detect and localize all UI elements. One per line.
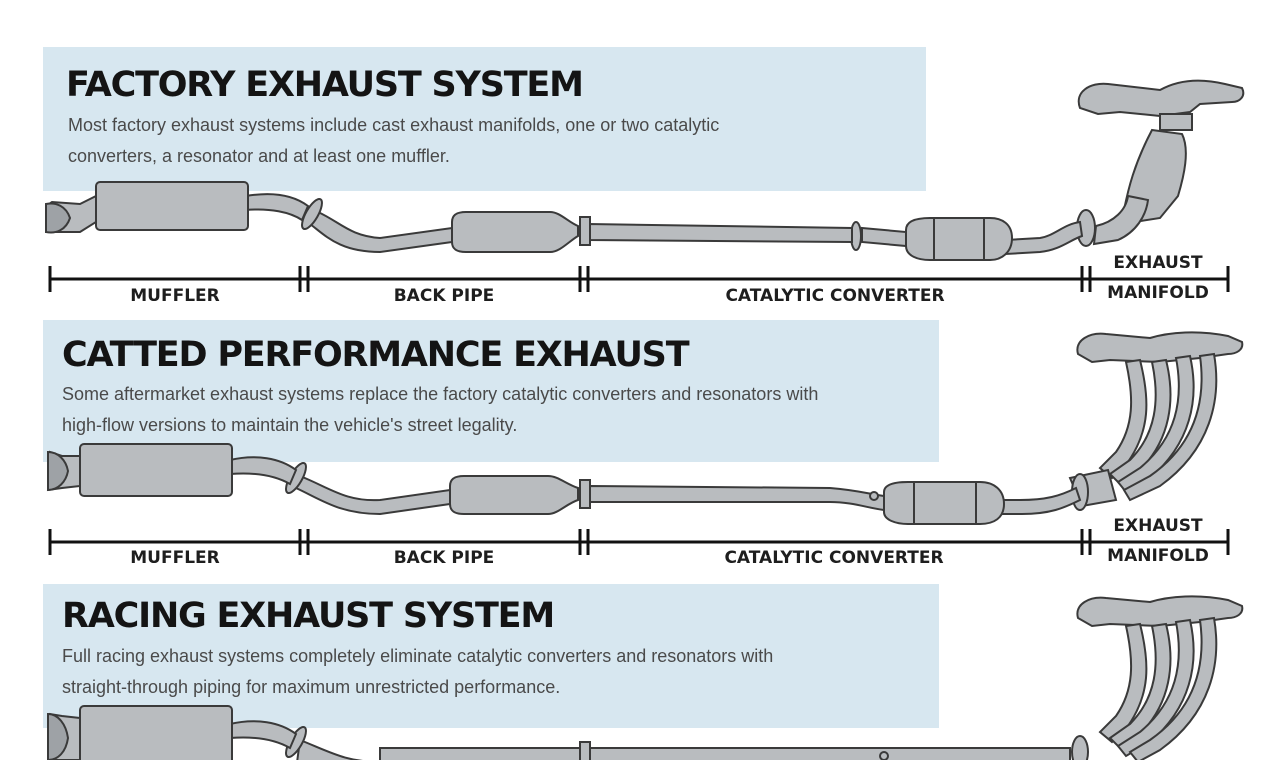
label-exhaust-manifold: EXHAUST MANIFOLD [1107,511,1209,571]
label-muffler: MUFFLER [130,548,220,568]
label-line: MANIFOLD [1107,283,1209,303]
section-description: Most factory exhaust systems include cas… [68,110,719,172]
description-line: Some aftermarket exhaust systems replace… [62,384,819,404]
clamp [869,491,879,501]
exhaust-header [1076,595,1244,760]
catted-performance-section: CATTED PERFORMANCE EXHAUST Some aftermar… [43,320,1244,571]
exhaust-header [1068,331,1244,508]
muffler [45,181,249,234]
section-description: Some aftermarket exhaust systems replace… [62,379,818,441]
resonator [451,211,579,253]
label-line: EXHAUST [1113,516,1203,536]
description-line: Most factory exhaust systems include cas… [68,115,720,135]
high-flow-catalytic-converter [883,481,1006,525]
muffler [46,443,233,497]
label-line: EXHAUST [1113,253,1203,273]
section-title: FACTORY EXHAUST SYSTEM [66,65,584,105]
label-back-pipe: BACK PIPE [393,286,495,306]
muffler [46,705,233,760]
exhaust-manifold-cast [1077,79,1245,246]
section-title: CATTED PERFORMANCE EXHAUST [62,335,690,375]
label-line: MANIFOLD [1107,546,1209,566]
label-catalytic-converter: CATALYTIC CONVERTER [724,548,944,568]
flange [1071,735,1089,760]
section-title: RACING EXHAUST SYSTEM [62,596,555,636]
factory-exhaust-section: FACTORY EXHAUST SYSTEM Most factory exha… [0,0,1278,320]
catalytic-converter [905,217,1014,261]
label-muffler: MUFFLER [130,286,220,306]
measurement-ruler [48,266,1230,292]
clamp [879,751,889,760]
info-box [43,584,939,728]
label-back-pipe: BACK PIPE [393,548,495,568]
info-box [43,47,926,191]
high-flow-resonator [449,475,579,515]
measurement-ruler [48,529,1230,555]
section-description: Full racing exhaust systems completely e… [62,641,773,703]
label-catalytic-converter: CATALYTIC CONVERTER [725,286,945,306]
description-line: converters, a resonator and at least one… [68,146,450,166]
label-exhaust-manifold: EXHAUST MANIFOLD [1107,248,1209,308]
factory-exhaust-drawing [45,79,1245,292]
catted-exhaust-drawing [46,331,1244,555]
description-line: Full racing exhaust systems completely e… [62,646,774,666]
description-line: straight-through piping for maximum unre… [62,677,561,697]
info-box [43,320,939,462]
description-line: high-flow versions to maintain the vehic… [62,415,518,435]
